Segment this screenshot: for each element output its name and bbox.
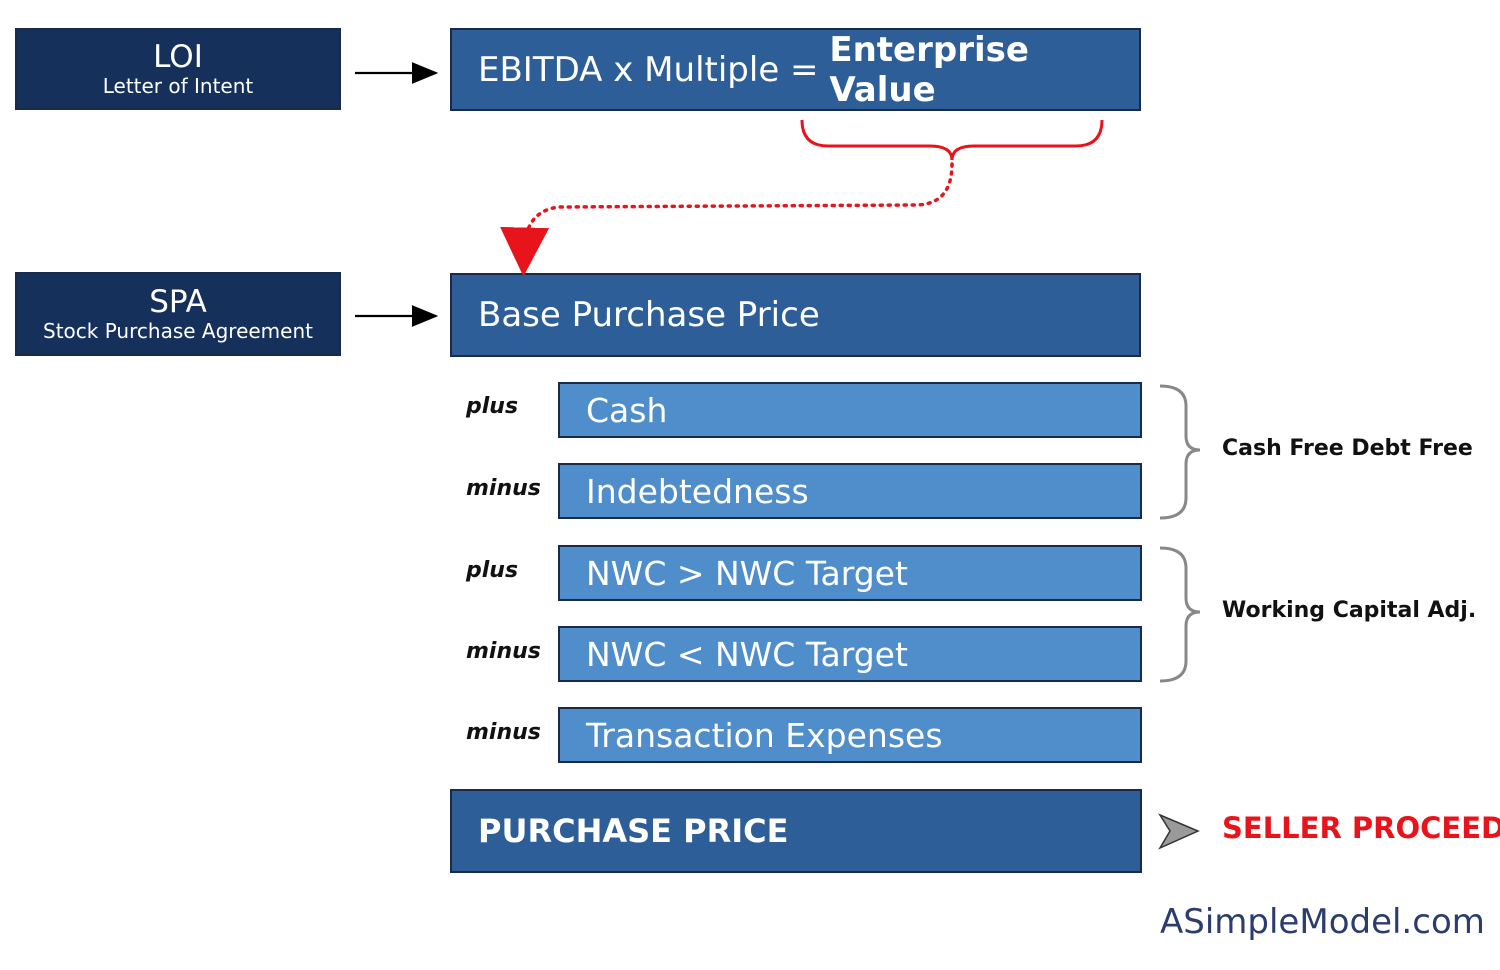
transaction-expenses-box: Transaction Expenses: [558, 707, 1142, 763]
spa-title: SPA: [149, 284, 207, 320]
base-purchase-price-box: Base Purchase Price: [450, 273, 1141, 357]
cash-free-debt-free-label: Cash Free Debt Free: [1222, 436, 1473, 461]
enterprise-value-label: Enterprise Value: [829, 29, 1029, 110]
operator-minus-indebtedness: minus: [466, 476, 541, 501]
seller-proceeds-arrow-icon: [1158, 813, 1200, 850]
cash-label: Cash: [586, 390, 668, 430]
nwc-below-target-label: NWC < NWC Target: [586, 634, 908, 674]
operator-minus-nwc-below: minus: [466, 639, 541, 664]
operator-plus-cash: plus: [466, 394, 519, 419]
spa-subtitle: Stock Purchase Agreement: [43, 319, 313, 343]
cash-free-brace: [1159, 384, 1201, 520]
enterprise-formula: EBITDA x Multiple =: [478, 49, 830, 90]
seller-proceeds-label: SELLER PROCEEDS: [1222, 811, 1500, 845]
base-purchase-price-label: Base Purchase Price: [478, 295, 820, 335]
enterprise-value-box: EBITDA x Multiple = Enterprise Value: [450, 28, 1141, 111]
cash-box: Cash: [558, 382, 1142, 438]
purchase-price-box: PURCHASE PRICE: [450, 789, 1142, 873]
working-capital-brace: [1159, 546, 1201, 683]
loi-box: LOI Letter of Intent: [15, 28, 341, 110]
purchase-price-label: PURCHASE PRICE: [478, 812, 789, 850]
nwc-above-target-label: NWC > NWC Target: [586, 553, 908, 593]
indebtedness-label: Indebtedness: [586, 471, 809, 511]
operator-minus-transaction-expenses: minus: [466, 720, 541, 745]
enterprise-value-brace: [800, 119, 1104, 161]
loi-subtitle: Letter of Intent: [102, 74, 254, 98]
website-label: ASimpleModel.com: [1160, 902, 1485, 942]
dotted-red-arrow: [500, 162, 954, 277]
working-capital-adj-label: Working Capital Adj.: [1222, 598, 1477, 623]
transaction-expenses-label: Transaction Expenses: [586, 715, 943, 755]
nwc-above-target-box: NWC > NWC Target: [558, 545, 1142, 601]
loi-title: LOI: [153, 39, 203, 75]
spa-box: SPA Stock Purchase Agreement: [15, 272, 341, 356]
nwc-below-target-box: NWC < NWC Target: [558, 626, 1142, 682]
operator-plus-nwc-above: plus: [466, 558, 519, 583]
indebtedness-box: Indebtedness: [558, 463, 1142, 519]
